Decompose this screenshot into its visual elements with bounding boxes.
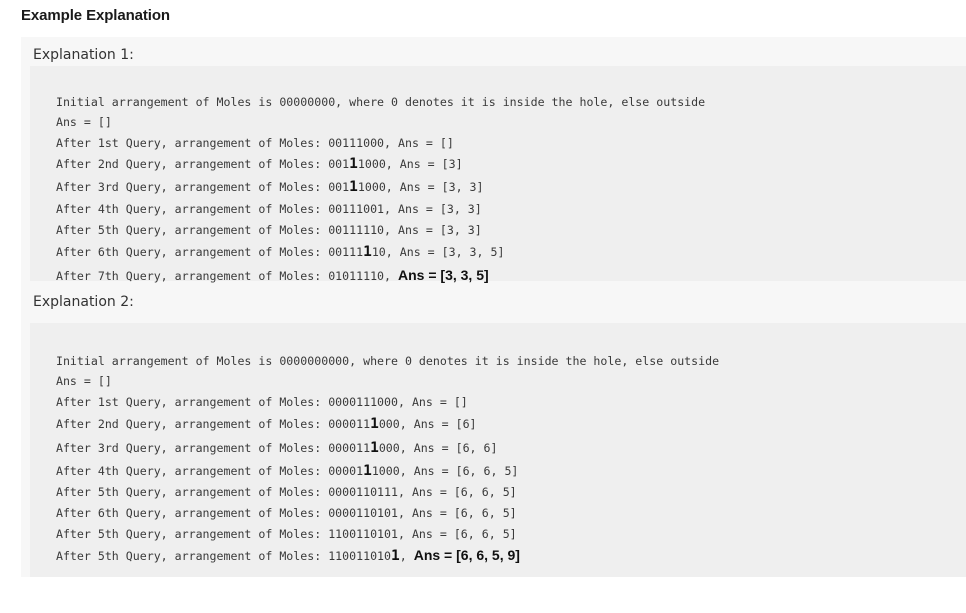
explanation-2-line: After 5th Query, arrangement of Moles: 1… bbox=[42, 531, 520, 564]
line-text: After 4th Query, arrangement of Moles: 0… bbox=[55, 464, 364, 478]
line-text: After 1st Query, arrangement of Moles: 0… bbox=[55, 395, 468, 409]
highlighted-digit: 1 bbox=[370, 440, 379, 456]
line-text: Ans = [] bbox=[55, 374, 112, 388]
explanation-2-line: After 2nd Query, arrangement of Moles: 0… bbox=[42, 400, 477, 432]
highlighted-digit: 1 bbox=[391, 548, 400, 564]
explanation-2-line: After 1st Query, arrangement of Moles: 0… bbox=[42, 378, 468, 410]
explanation-1-line: After 5th Query, arrangement of Moles: 0… bbox=[42, 206, 482, 238]
highlighted-digit: 1 bbox=[349, 156, 358, 172]
explanation-1-line: Ans = [] bbox=[42, 98, 112, 130]
line-text: Ans = [] bbox=[55, 115, 112, 129]
explanation-1-line: After 2nd Query, arrangement of Moles: 0… bbox=[42, 140, 463, 172]
line-text: 10, Ans = [3, 3, 5] bbox=[371, 245, 505, 259]
explanation-2-line: After 4th Query, arrangement of Moles: 0… bbox=[42, 447, 518, 479]
line-text: After 5th Query, arrangement of Moles: 1… bbox=[55, 549, 392, 563]
line-text: After 4th Query, arrangement of Moles: 0… bbox=[55, 202, 482, 216]
line-text: Initial arrangement of Moles is 00000000… bbox=[55, 95, 706, 109]
line-text: 000, Ans = [6] bbox=[378, 417, 477, 431]
explanation-2-code-block bbox=[30, 323, 966, 577]
line-text: After 6th Query, arrangement of Moles: 0… bbox=[55, 245, 364, 259]
line-text: After 2nd Query, arrangement of Moles: 0… bbox=[55, 157, 350, 171]
line-text: 1000, Ans = [3, 3] bbox=[357, 180, 484, 194]
explanation-2-line: After 5th Query, arrangement of Moles: 0… bbox=[42, 468, 517, 500]
highlighted-digit: 1 bbox=[370, 416, 379, 432]
line-text: After 5th Query, arrangement of Moles: 1… bbox=[55, 527, 517, 541]
explanation-2-line: After 3rd Query, arrangement of Moles: 0… bbox=[42, 424, 498, 456]
highlighted-digit: 1 bbox=[363, 244, 372, 260]
explanation-1-code-block bbox=[30, 66, 966, 281]
line-text: After 3rd Query, arrangement of Moles: 0… bbox=[55, 441, 371, 455]
explanation-2-line: Initial arrangement of Moles is 00000000… bbox=[42, 337, 719, 369]
page-heading: Example Explanation bbox=[21, 7, 170, 24]
line-text: Initial arrangement of Moles is 00000000… bbox=[55, 354, 720, 368]
line-text: After 6th Query, arrangement of Moles: 0… bbox=[55, 506, 517, 520]
explanation-1-title: Explanation 1: bbox=[33, 47, 134, 63]
explanation-1-line: After 4th Query, arrangement of Moles: 0… bbox=[42, 185, 482, 217]
line-text: , bbox=[399, 549, 414, 563]
final-answer: Ans = [6, 6, 5, 9] bbox=[413, 547, 520, 563]
line-text: After 1st Query, arrangement of Moles: 0… bbox=[55, 136, 454, 150]
explanation-1-line: After 1st Query, arrangement of Moles: 0… bbox=[42, 119, 454, 151]
highlighted-digit: 1 bbox=[349, 179, 358, 195]
explanation-2-line: Ans = [] bbox=[42, 357, 112, 389]
explanation-2-line: After 6th Query, arrangement of Moles: 0… bbox=[42, 489, 517, 521]
explanation-1-line: After 7th Query, arrangement of Moles: 0… bbox=[42, 251, 489, 284]
line-text: After 5th Query, arrangement of Moles: 0… bbox=[55, 485, 517, 499]
final-answer: Ans = [3, 3, 5] bbox=[398, 267, 489, 283]
explanation-1-line: After 3rd Query, arrangement of Moles: 0… bbox=[42, 163, 484, 195]
line-text: 000, Ans = [6, 6] bbox=[378, 441, 498, 455]
explanation-1-line: Initial arrangement of Moles is 00000000… bbox=[42, 78, 705, 110]
line-text: After 3rd Query, arrangement of Moles: 0… bbox=[55, 180, 350, 194]
explanation-2-line: After 5th Query, arrangement of Moles: 1… bbox=[42, 510, 517, 542]
line-text: After 5th Query, arrangement of Moles: 0… bbox=[55, 223, 482, 237]
line-text: 1000, Ans = [6, 6, 5] bbox=[371, 464, 519, 478]
explanation-1-line: After 6th Query, arrangement of Moles: 0… bbox=[42, 228, 504, 260]
explanation-2-title: Explanation 2: bbox=[33, 294, 134, 310]
line-text: After 2nd Query, arrangement of Moles: 0… bbox=[55, 417, 371, 431]
line-text: After 7th Query, arrangement of Moles: 0… bbox=[55, 269, 398, 283]
line-text: 1000, Ans = [3] bbox=[357, 157, 463, 171]
highlighted-digit: 1 bbox=[363, 463, 372, 479]
